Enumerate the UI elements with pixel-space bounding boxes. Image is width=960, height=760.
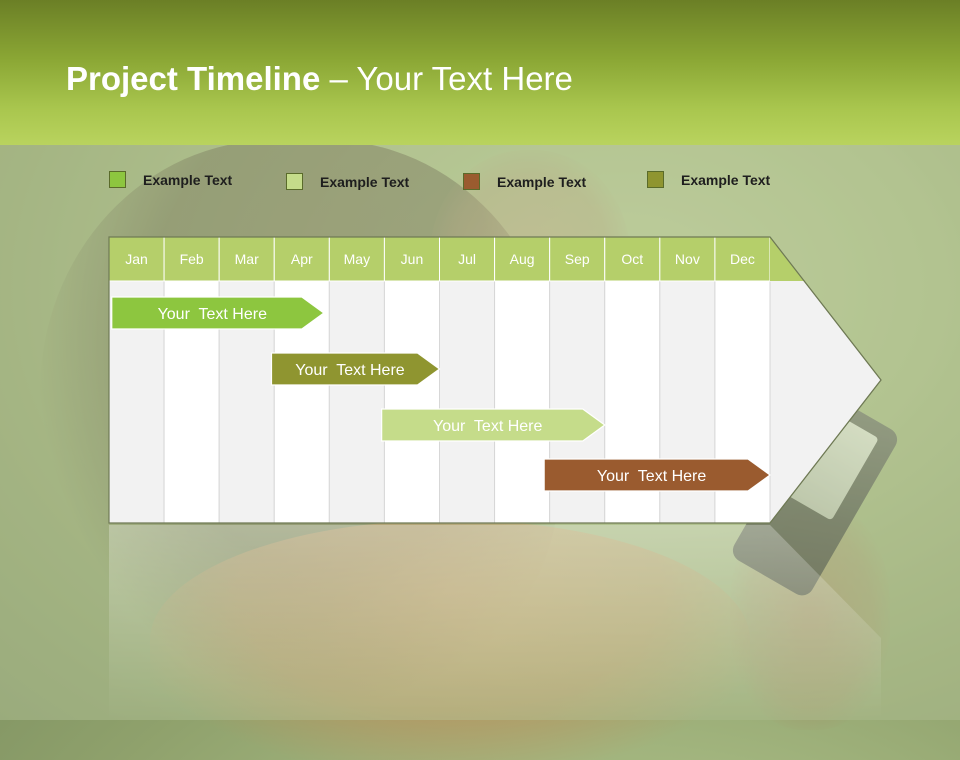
month-label-jun: Jun	[401, 251, 424, 267]
legend-item-1: Example Text	[109, 171, 232, 188]
month-label-oct: Oct	[621, 251, 643, 267]
task-arrow-shape	[111, 296, 325, 330]
task-bar-label: Your Text Here	[295, 362, 405, 379]
month-header-cell-apr	[273, 236, 330, 282]
legend-item-2: Example Text	[286, 173, 409, 190]
month-column-jul	[439, 280, 496, 524]
legend-swatch-2	[286, 173, 303, 190]
task-bar: Your Text Here	[381, 408, 606, 442]
task-arrow-shape	[270, 352, 441, 386]
month-labels: Jan Feb Mar Apr May Jun Jul Aug Sep Oct Nov Dec	[125, 251, 755, 267]
page-title: Project Timeline – Your Text Here	[66, 60, 573, 98]
month-label-aug: Aug	[510, 251, 535, 267]
title-banner: Project Timeline – Your Text Here	[0, 0, 960, 145]
month-label-nov: Nov	[675, 251, 700, 267]
month-label-jul: Jul	[458, 251, 476, 267]
task-bar-label: Your Text Here	[597, 468, 707, 485]
month-columns	[108, 236, 882, 524]
month-column-may	[328, 280, 385, 524]
month-header-cell-jan	[108, 236, 165, 282]
month-header-cell-feb	[163, 236, 220, 282]
legend-swatch-4	[647, 171, 664, 188]
month-label-sep: Sep	[565, 251, 590, 267]
task-bar: Your Text Here	[543, 458, 772, 492]
legend-item-3: Example Text	[463, 173, 586, 190]
month-label-mar: Mar	[235, 251, 259, 267]
title-bold: Project Timeline	[66, 60, 321, 97]
task-bar-label: Your Text Here	[433, 418, 543, 435]
task-bar-label: Your Text Here	[158, 306, 268, 323]
month-column-jun	[383, 280, 440, 524]
legend-swatch-1	[109, 171, 126, 188]
timeline-reflection	[109, 525, 881, 720]
month-header-cell-mar	[218, 236, 275, 282]
task-bar: Your Text Here	[270, 352, 441, 386]
month-header-cell-oct	[604, 236, 661, 282]
month-label-jan: Jan	[125, 251, 148, 267]
month-header-cell-jun	[383, 236, 440, 282]
month-label-feb: Feb	[180, 251, 204, 267]
legend-item-4: Example Text	[647, 171, 770, 188]
task-arrow-shape	[381, 408, 606, 442]
legend-swatch-3	[463, 173, 480, 190]
legend-label-1: Example Text	[143, 171, 233, 188]
legend-label-2: Example Text	[320, 173, 410, 190]
month-header-cell-sep	[549, 236, 606, 282]
legend-label-4: Example Text	[681, 171, 771, 188]
title-rest: – Your Text Here	[320, 60, 573, 97]
timeline-outline	[108, 236, 882, 524]
legend-label-3: Example Text	[497, 173, 587, 190]
month-header-cell-aug	[494, 236, 551, 282]
month-label-dec: Dec	[730, 251, 755, 267]
month-label-apr: Apr	[291, 251, 313, 267]
task-bar: Your Text Here	[111, 296, 325, 330]
month-header-cell-jul	[439, 236, 496, 282]
month-column-aug	[494, 280, 551, 524]
task-arrow-shape	[543, 458, 772, 492]
timeline-chart: Jan Feb Mar Apr May Jun Jul Aug Sep Oct Nov Dec You…	[108, 236, 882, 720]
month-label-may: May	[344, 251, 370, 267]
